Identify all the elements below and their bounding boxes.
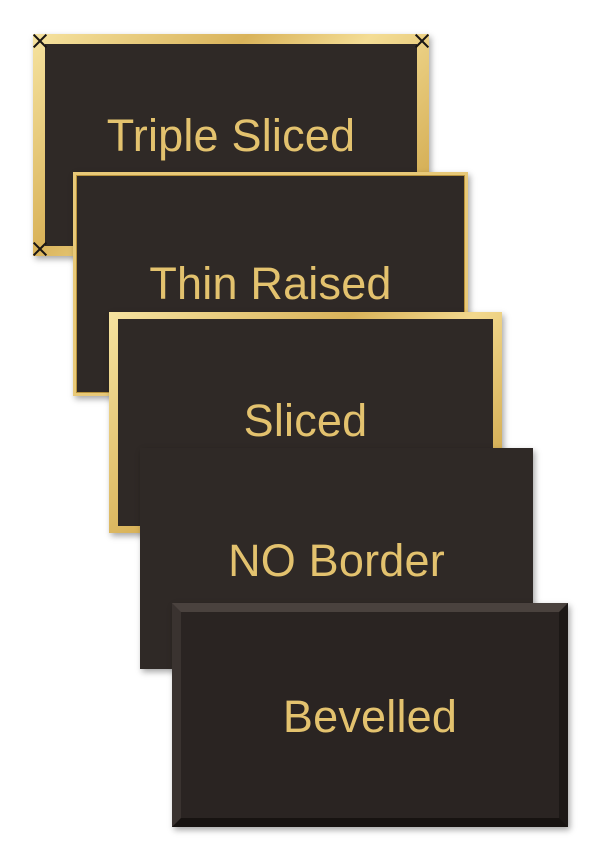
corner-cut-icon xyxy=(415,34,429,48)
plaque-label-sliced: Sliced xyxy=(243,395,368,446)
corner-cut-icon xyxy=(33,34,47,48)
plaque-bevel-edge xyxy=(172,603,568,827)
plaque-label-thin-raised: Thin Raised xyxy=(149,258,392,309)
plaque-label-no-border: NO Border xyxy=(228,535,445,586)
plaque-bevelled: Bevelled xyxy=(172,603,568,827)
plaque-label-bevelled: Bevelled xyxy=(282,691,458,742)
corner-cut-icon xyxy=(33,242,47,256)
plaque-label-triple-sliced: Triple Sliced xyxy=(106,110,356,161)
